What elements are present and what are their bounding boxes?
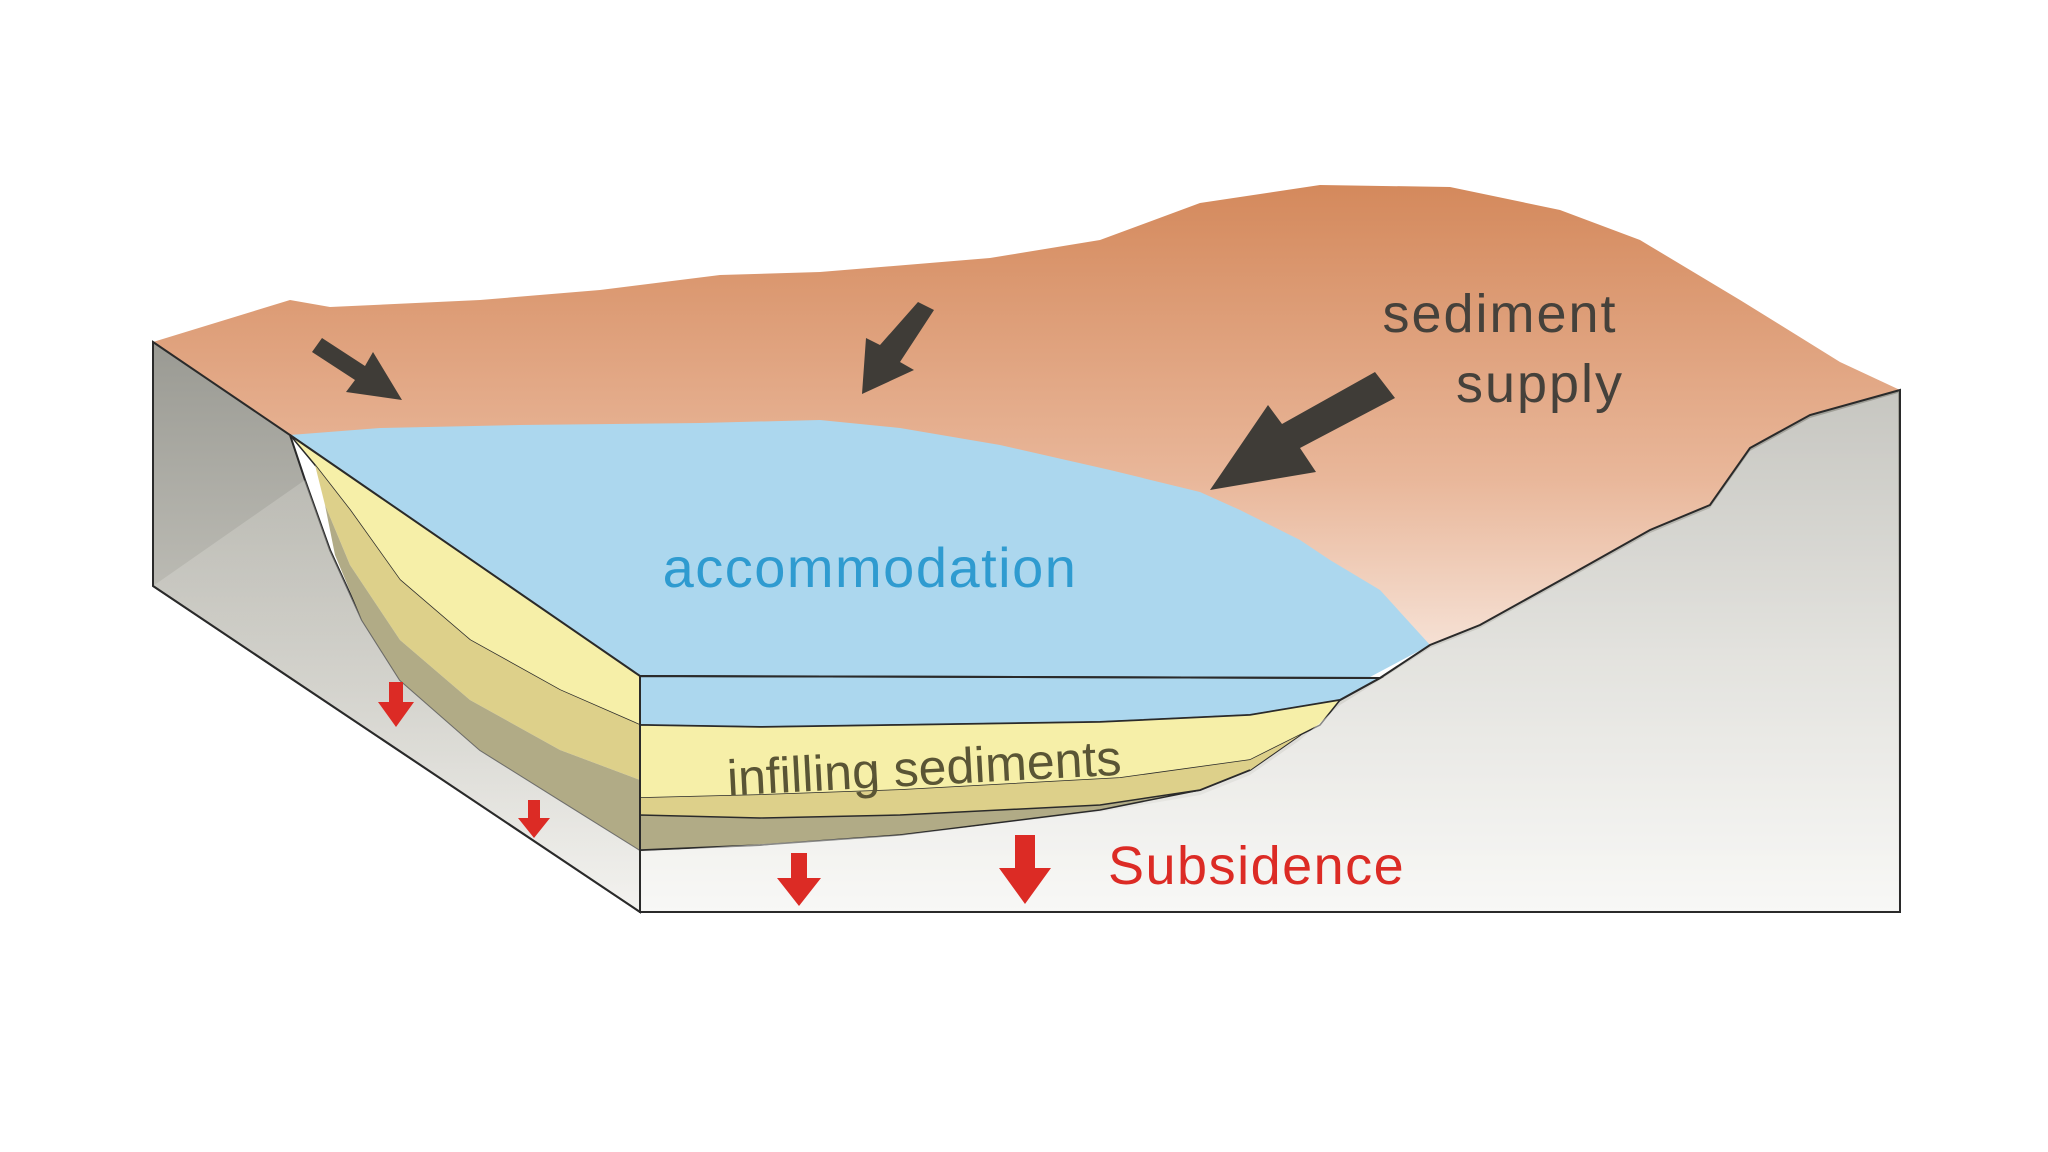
- arrow-down-icon: [999, 835, 1051, 904]
- arrow-down-icon: [378, 682, 414, 727]
- arrow-down-left-icon: [862, 302, 934, 394]
- arrow-down-left-icon: [312, 338, 402, 400]
- sediment-supply-label-line1: sediment: [1382, 284, 1617, 344]
- sediment-supply-label-line2: supply: [1456, 354, 1624, 414]
- arrow-down-left-icon: [1210, 372, 1395, 490]
- sediment-slope-band-dark: [325, 505, 640, 850]
- subsidence-label: Subsidence: [1108, 836, 1405, 896]
- accommodation-label: accommodation: [663, 536, 1078, 599]
- arrow-down-icon: [518, 800, 550, 838]
- accommodation-water: [290, 420, 1430, 677]
- front-sediment-dark: [639, 769, 1251, 851]
- front-top-edge: [289, 434, 1381, 912]
- arrow-down-icon: [777, 853, 821, 906]
- front-bottom-face: [640, 393, 1898, 910]
- sediment-slope-band-mid: [315, 465, 640, 780]
- front-sediment-mid: [640, 735, 1300, 818]
